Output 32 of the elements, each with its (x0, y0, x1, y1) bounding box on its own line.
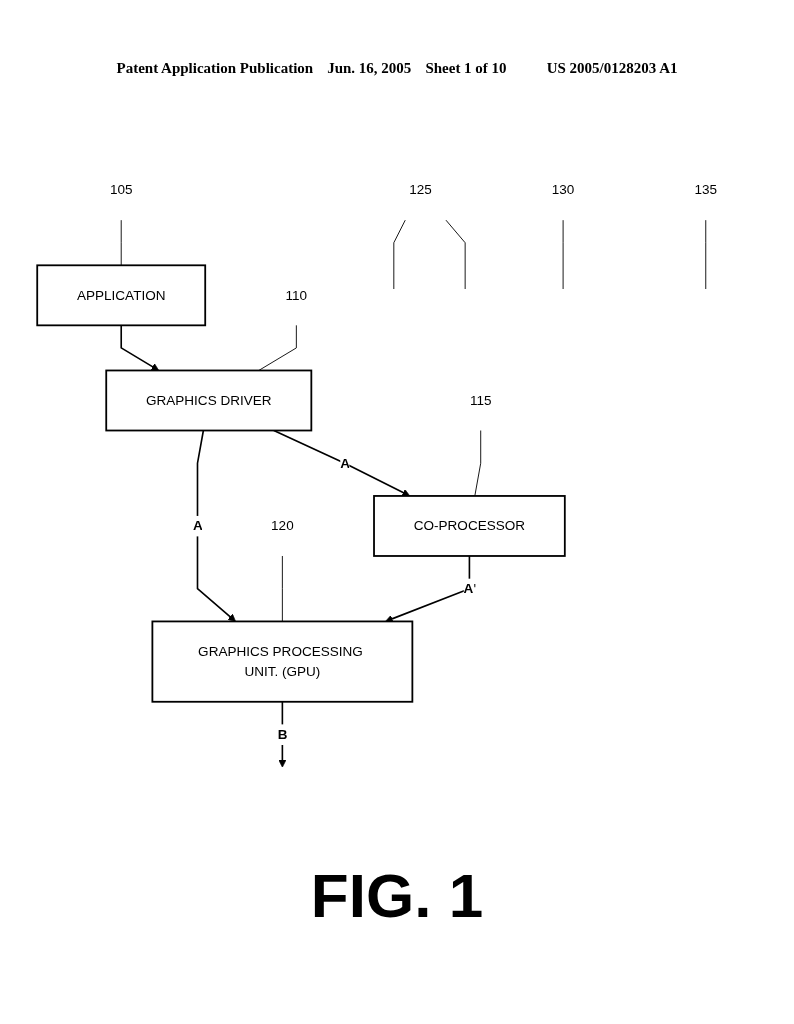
date-label: Jun. 16, 2005 (327, 60, 412, 77)
leader-line (281, 555, 283, 622)
node-box: APPLICATION (36, 264, 207, 327)
arrow (273, 429, 411, 497)
arrow (385, 555, 471, 623)
leader-line (258, 324, 297, 371)
arrow (120, 324, 160, 371)
leader-line (393, 219, 406, 290)
node-text: 125 (409, 181, 432, 198)
publication-label: Patent Application Publication (116, 60, 314, 77)
node-text: 135 (694, 181, 718, 198)
node-box: GRAPHICS PROCESSING UNIT. (GPU) (151, 620, 414, 703)
edge-label: A (192, 517, 203, 533)
patent-number: US 2005/0128203 A1 (546, 60, 678, 77)
edge-label: A (340, 454, 351, 471)
leader-line (120, 219, 122, 266)
arrow (196, 429, 236, 622)
leader-line (705, 219, 707, 290)
edge-label: B (277, 726, 288, 742)
node-box: CO-PROCESSOR (373, 495, 566, 557)
leader-line (562, 219, 564, 290)
node-box: GRAPHICS DRIVER (105, 369, 313, 432)
node-text: 110 (285, 286, 308, 303)
node-text: 105 (109, 181, 133, 198)
edge-label: A' (463, 580, 477, 596)
leader-line (445, 219, 466, 290)
leader-line (474, 430, 482, 497)
figure-caption: FIG. 1 (310, 861, 484, 930)
node-text: 120 (271, 517, 294, 533)
node-text: 115 (469, 392, 492, 408)
node-text: 130 (551, 181, 575, 198)
sheet-number: Sheet 1 of 10 (425, 60, 507, 77)
